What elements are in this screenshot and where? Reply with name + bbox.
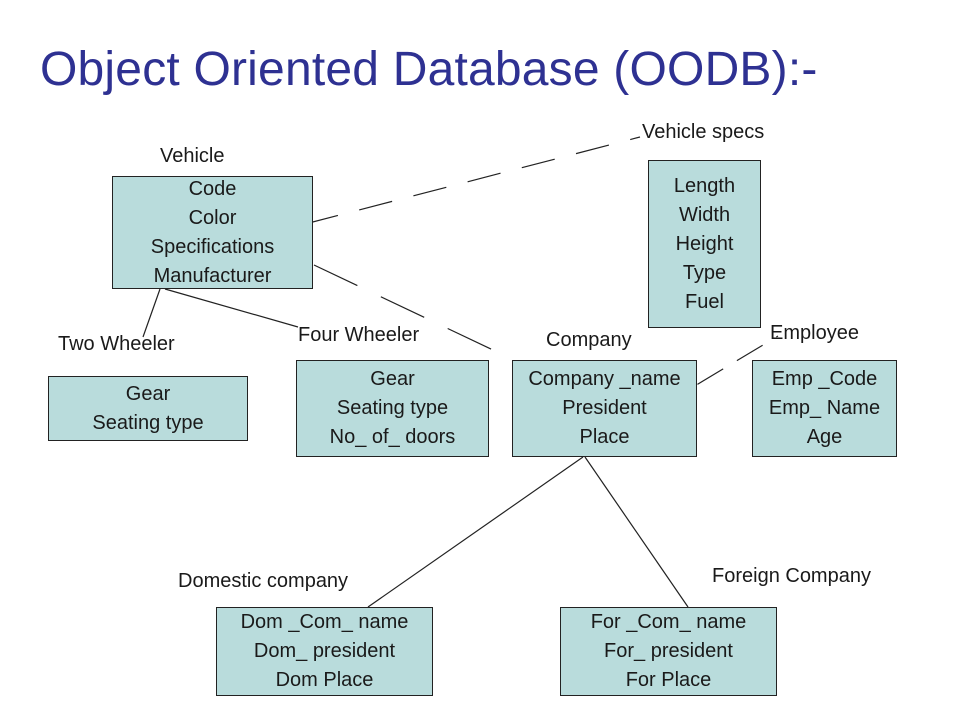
four-wheeler-box: Gear Seating type No_ of_ doors [296, 360, 489, 457]
company-attr-president: President [562, 397, 647, 419]
two-wheeler-attr-seating: Seating type [92, 411, 204, 434]
foreign-attr-name: For _Com_ name [590, 611, 747, 633]
specs-attr-fuel: Fuel [685, 290, 724, 313]
vehicle-to-four-wheeler-link [164, 288, 299, 328]
foreign-attr-place: For Place [625, 669, 712, 691]
vehicle-specs-label: Vehicle specs [642, 121, 765, 143]
employee-box: Emp _Code Emp_ Name Age [752, 360, 897, 457]
company-box: Company _name President Place [512, 360, 697, 457]
vehicle-to-specs-link [304, 136, 641, 225]
company-to-domestic-link [367, 456, 584, 608]
domestic-company-label: Domestic company [178, 570, 349, 592]
domestic-company-box: Dom _Com_ name Dom_ president Dom Place [216, 607, 433, 696]
employee-attr-code: Emp _Code [771, 368, 878, 390]
vehicle-attr-code: Code [188, 177, 237, 200]
employee-label: Employee [770, 322, 859, 344]
page-title: Object Oriented Database (OODB):- [40, 43, 818, 96]
foreign-company-box: For _Com_ name For_ president For Place [560, 607, 777, 696]
vehicle-to-company-link [313, 264, 515, 361]
vehicle-box: Code Color Specifications Manufacturer [112, 176, 313, 289]
foreign-company-label: Foreign Company [712, 565, 871, 587]
company-label: Company [546, 329, 632, 351]
specs-attr-width: Width [678, 203, 731, 226]
four-wheeler-attr-doors: No_ of_ doors [329, 426, 456, 448]
vehicle-specs-box: Length Width Height Type Fuel [648, 160, 761, 328]
employee-attr-name: Emp_ Name [768, 397, 881, 419]
specs-attr-length: Length [673, 174, 736, 197]
four-wheeler-attr-seating: Seating type [336, 397, 449, 419]
vehicle-attr-manufacturer: Manufacturer [153, 264, 272, 287]
four-wheeler-label: Four Wheeler [298, 324, 420, 346]
four-wheeler-attr-gear: Gear [370, 368, 415, 390]
vehicle-attr-specifications: Specifications [150, 235, 275, 258]
company-attr-name: Company _name [528, 368, 681, 390]
two-wheeler-attr-gear: Gear [125, 382, 171, 405]
employee-attr-age: Age [806, 426, 843, 448]
company-attr-place: Place [579, 426, 630, 448]
vehicle-label: Vehicle [160, 145, 225, 167]
vehicle-to-two-wheeler-link [142, 288, 161, 338]
two-wheeler-box: Gear Seating type [48, 376, 248, 441]
specs-attr-height: Height [675, 232, 734, 255]
specs-attr-type: Type [682, 261, 727, 284]
company-to-foreign-link [584, 456, 689, 608]
domestic-attr-name: Dom _Com_ name [240, 611, 409, 633]
vehicle-attr-color: Color [188, 206, 237, 229]
domestic-attr-place: Dom Place [275, 669, 374, 691]
foreign-attr-president: For_ president [604, 640, 733, 662]
two-wheeler-label: Two Wheeler [58, 333, 175, 355]
domestic-attr-president: Dom_ president [253, 640, 396, 662]
